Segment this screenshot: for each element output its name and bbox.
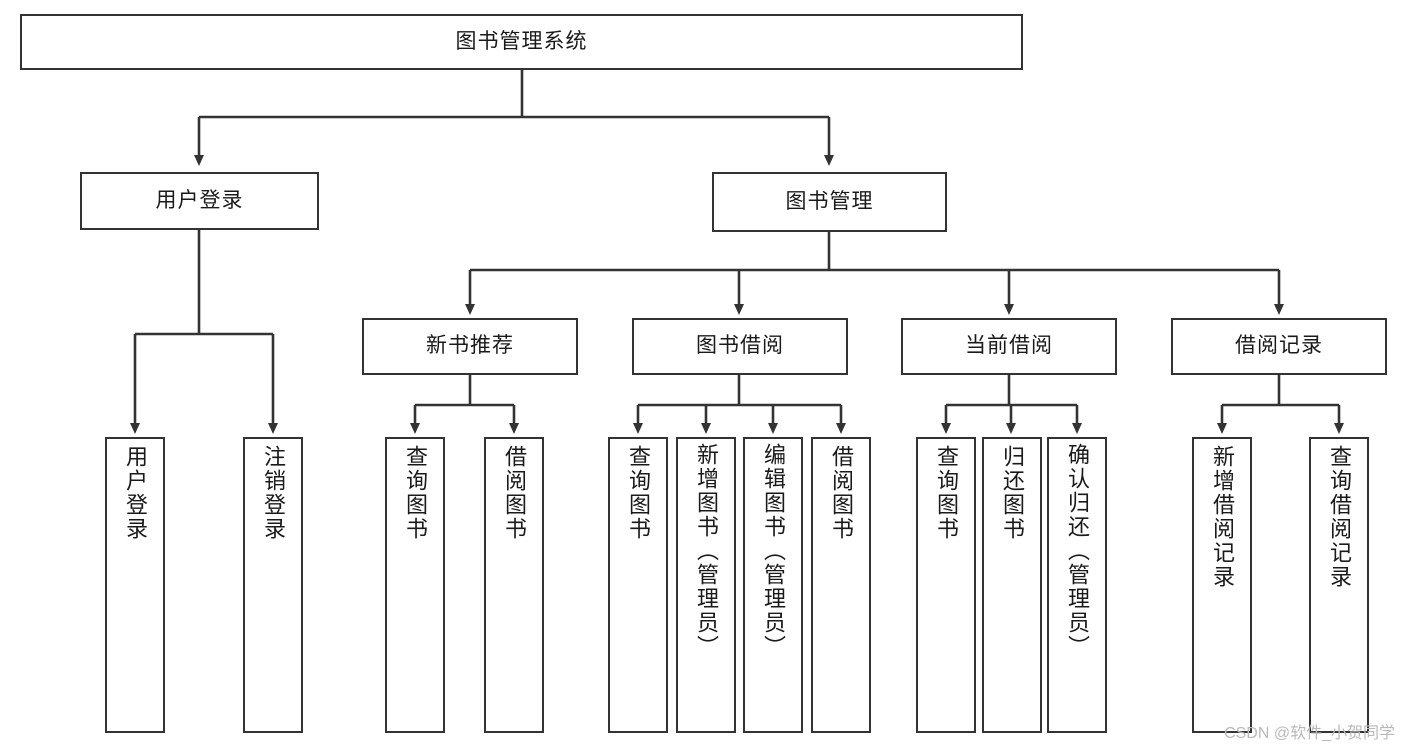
node-label: 借阅图书 (829, 445, 854, 541)
node-label: 用户登录 (155, 188, 244, 212)
node-leaf-return-book[interactable]: 归还图书 (982, 437, 1042, 733)
node-leaf-borrow-book-recommend[interactable]: 借阅图书 (484, 437, 544, 733)
node-current-borrow[interactable]: 当前借阅 (901, 318, 1117, 375)
node-label: 查询图书 (934, 445, 959, 541)
node-label: 用户登录 (123, 445, 148, 541)
node-label: 图书借阅 (696, 334, 784, 358)
node-label: 图书管理系统 (455, 29, 588, 53)
node-label: 确认归还（管理员） (1065, 443, 1090, 659)
node-root-book-management-system[interactable]: 图书管理系统 (20, 14, 1023, 70)
node-label: 借阅图书 (502, 445, 527, 541)
node-label: 当前借阅 (965, 334, 1053, 358)
node-label: 查询借阅记录 (1327, 445, 1352, 589)
node-borrow-record[interactable]: 借阅记录 (1171, 318, 1387, 375)
node-leaf-query-book-current[interactable]: 查询图书 (916, 437, 976, 733)
node-leaf-user-login[interactable]: 用户登录 (105, 437, 165, 733)
node-label: 查询图书 (403, 445, 428, 541)
node-leaf-add-book-admin[interactable]: 新增图书（管理员） (676, 437, 736, 733)
node-label: 新书推荐 (426, 334, 514, 358)
node-leaf-borrow-book[interactable]: 借阅图书 (811, 437, 871, 733)
watermark: CSDN @软件_小贺同学 (1224, 725, 1395, 742)
node-new-book-recommend[interactable]: 新书推荐 (362, 318, 578, 375)
node-book-management[interactable]: 图书管理 (712, 172, 947, 232)
node-label: 借阅记录 (1235, 334, 1323, 358)
node-leaf-edit-book-admin[interactable]: 编辑图书（管理员） (743, 437, 803, 733)
node-book-borrow[interactable]: 图书借阅 (632, 318, 848, 375)
node-label: 图书管理 (785, 189, 874, 213)
node-leaf-query-borrow-record[interactable]: 查询借阅记录 (1309, 437, 1369, 733)
node-leaf-query-book-recommend[interactable]: 查询图书 (385, 437, 445, 733)
node-label: 新增借阅记录 (1210, 445, 1235, 589)
node-label: 查询图书 (626, 445, 651, 541)
node-label: 归还图书 (1000, 445, 1025, 541)
node-leaf-query-book-borrow[interactable]: 查询图书 (608, 437, 668, 733)
node-leaf-logout[interactable]: 注销登录 (243, 437, 303, 733)
node-leaf-confirm-return-admin[interactable]: 确认归还（管理员） (1047, 437, 1107, 733)
node-label: 编辑图书（管理员） (761, 443, 786, 659)
node-label: 注销登录 (261, 445, 286, 541)
node-user-login[interactable]: 用户登录 (80, 172, 319, 230)
node-leaf-add-borrow-record[interactable]: 新增借阅记录 (1192, 437, 1252, 733)
node-label: 新增图书（管理员） (694, 443, 719, 659)
